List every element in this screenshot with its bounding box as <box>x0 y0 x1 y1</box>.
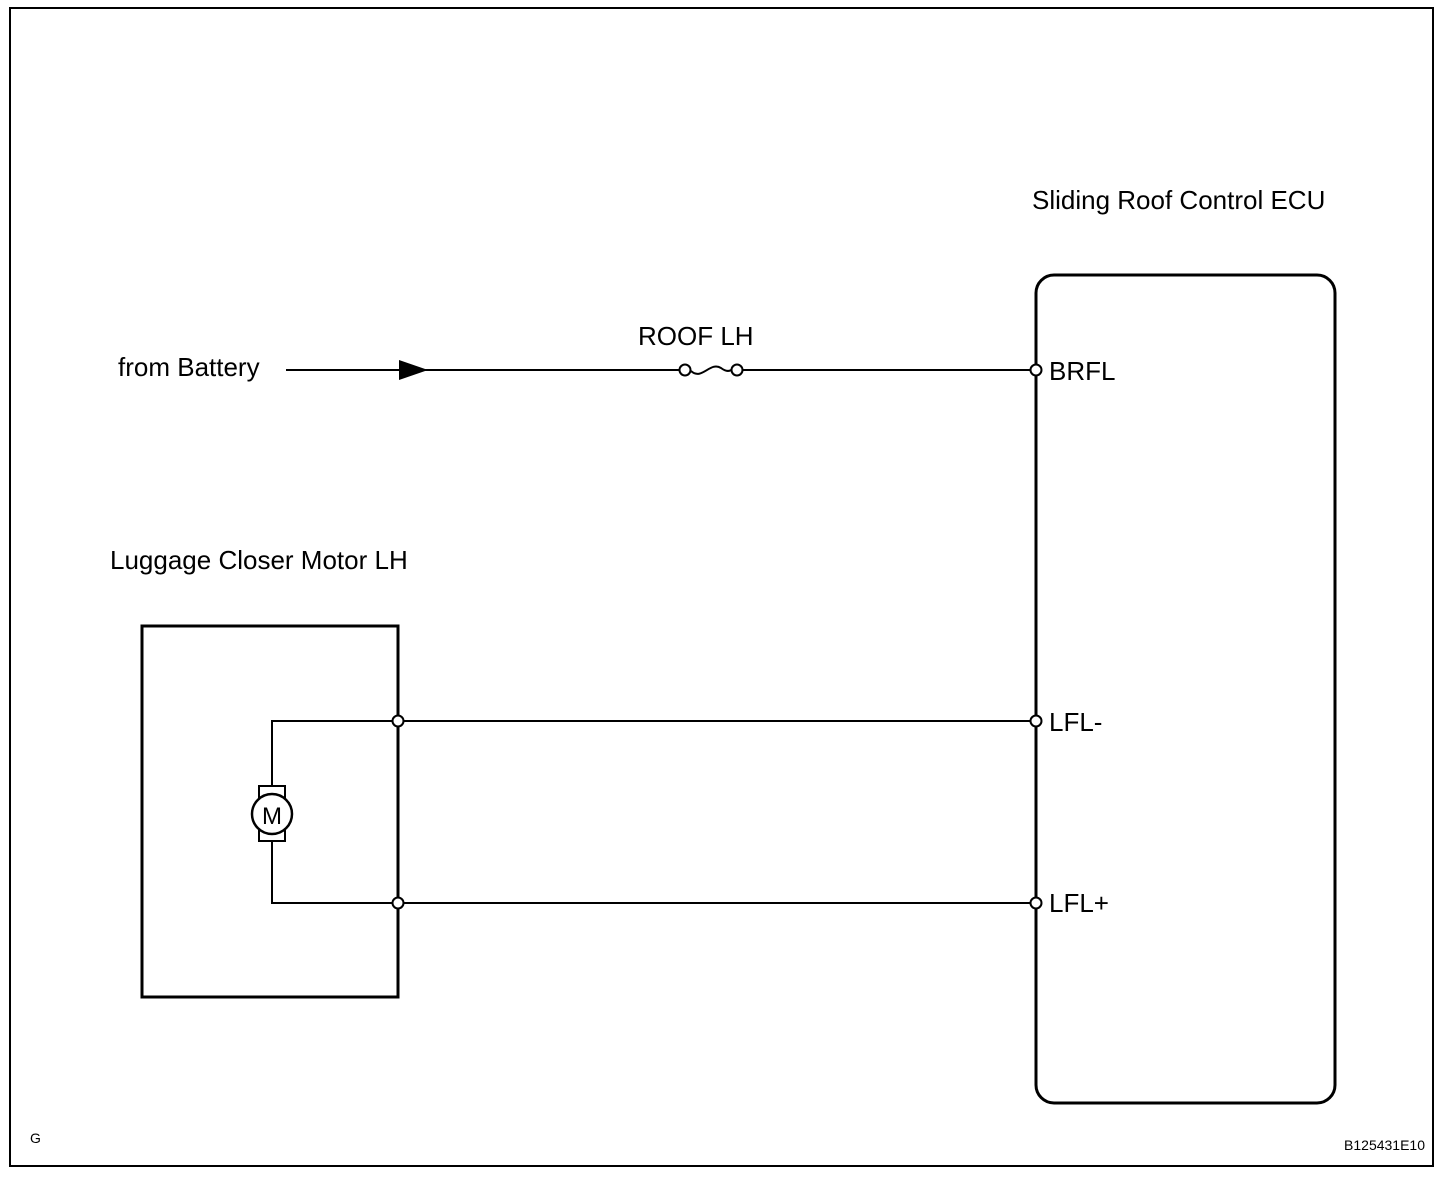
terminal-lfl-pos-label: LFL+ <box>1049 888 1109 918</box>
motor-internal-wire-top <box>271 720 398 786</box>
motor-box <box>140 624 400 999</box>
terminal-lfl-neg-label: LFL- <box>1049 707 1102 737</box>
terminal-lfl-neg <box>1029 714 1043 728</box>
fuse-label: ROOF LH <box>638 321 754 351</box>
ecu-box <box>1034 273 1337 1105</box>
motor-title: Luggage Closer Motor LH <box>110 545 408 575</box>
motor-terminal-top <box>391 714 405 728</box>
motor-internal-wire-bottom <box>271 841 398 904</box>
arrow-right-icon <box>399 360 428 380</box>
motor-symbol-label: M <box>262 803 282 830</box>
terminal-lfl-pos <box>1029 896 1043 910</box>
fuse-icon <box>678 363 744 377</box>
ecu-title: Sliding Roof Control ECU <box>1032 185 1325 215</box>
figure-id: B125431E10 <box>1344 1137 1425 1153</box>
terminal-brfl <box>1029 363 1043 377</box>
footer-left-code: G <box>30 1130 41 1146</box>
motor-terminal-bottom <box>391 896 405 910</box>
motor-icon: M <box>250 785 294 842</box>
battery-source-label: from Battery <box>118 352 260 382</box>
diagram-frame <box>9 7 1434 1167</box>
terminal-brfl-label: BRFL <box>1049 356 1115 386</box>
